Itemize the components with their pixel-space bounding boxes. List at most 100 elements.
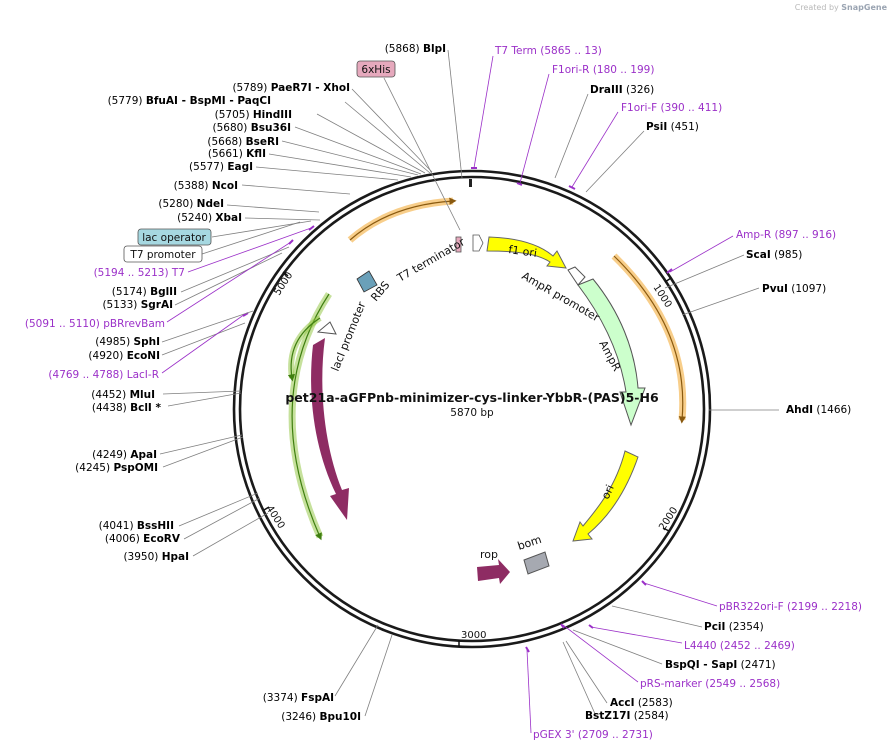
enzyme-site-position: (3246) [281, 711, 319, 723]
enzyme-site-label: PvuI (1097) [762, 283, 826, 295]
enzyme-site-label: AhdI (1466) [786, 404, 851, 416]
enzyme-site-label: (4438) BclI * [92, 402, 162, 414]
label-f1-ori: f1 ori [508, 243, 538, 260]
enzyme-site-label: DraIII (326) [590, 84, 654, 96]
enzyme-site-name: PvuI [762, 283, 788, 295]
enzyme-site-position: (5240) [177, 212, 215, 224]
enzyme-site-name: PsiI [646, 121, 667, 133]
enzyme-site-label: (4249) ApaI [92, 449, 157, 461]
t7-promoter-label: T7 promoter [129, 249, 196, 261]
enzyme-site-name: BfuAI - BspMI - PaqCI [146, 95, 271, 107]
backbone-ticks [263, 271, 672, 647]
enzyme-site-name: BclI * [130, 402, 161, 414]
lac-operator-label: lac operator [142, 232, 206, 244]
enzyme-site-name: MluI [130, 389, 155, 401]
enzyme-site-position: (4452) [91, 389, 129, 401]
ampr-promoter-arrow [567, 266, 586, 286]
orange-feature-right-arrow [613, 255, 686, 424]
label-t7-terminator: T7 terminator [394, 235, 467, 285]
t7-terminator-mark [455, 236, 462, 253]
primer-label: T7 Term (5865 .. 13) [494, 45, 602, 57]
enzyme-site-name: BlpI [423, 43, 446, 55]
primer-name: Amp-R [736, 229, 775, 241]
enzyme-site-position: (4249) [92, 449, 130, 461]
enzyme-site-label: (5668) BseRI [207, 136, 279, 148]
enzyme-site-label: (3246) Bpu10I [281, 711, 361, 723]
primer-label: (5091 .. 5110) pBRrevBam [25, 318, 165, 330]
enzyme-site-position: (5668) [207, 136, 245, 148]
enzyme-site-name: SphI [134, 336, 160, 348]
primer-name: F1ori-R [552, 64, 593, 76]
enzyme-site-label: (4245) PspOMI [75, 462, 158, 474]
site-labels: (5868) BlpI(5789) PaeR7I - XhoI(5779) Bf… [25, 43, 862, 741]
enzyme-site-name: HindIII [253, 109, 292, 121]
enzyme-site-name: PspOMI [113, 462, 158, 474]
enzyme-site-position: (5174) [112, 286, 150, 298]
enzyme-site-position: (5661) [208, 148, 246, 160]
enzyme-site-position: (2471) [737, 659, 775, 671]
enzyme-site-label: (5133) SgrAI [102, 299, 173, 311]
enzyme-site-label: PciI (2354) [704, 621, 764, 633]
his-tag-box [356, 60, 396, 78]
plasmid-name: pet21a-aGFPnb-minimizer-cys-linker-YbbR-… [285, 390, 659, 405]
ori-arrow [572, 450, 639, 542]
primer-name: pBRrevBam [103, 318, 165, 330]
green-feature-inner-arrow [287, 317, 321, 382]
primer-range: (2549 .. 2568) [705, 678, 780, 690]
t7-promoter-box [123, 245, 203, 263]
enzyme-site-position: (5779) [108, 95, 146, 107]
enzyme-site-label: PsiI (451) [646, 121, 699, 133]
label-laci-promoter: lacI promoter [329, 300, 369, 374]
enzyme-site-position: (5705) [215, 109, 253, 121]
enzyme-site-name: FspAI [301, 692, 334, 704]
enzyme-site-position: (1097) [788, 283, 826, 295]
enzyme-site-label: (4006) EcoRV [105, 533, 181, 545]
enzyme-site-position: (4920) [88, 350, 126, 362]
enzyme-site-name: KflI [246, 148, 266, 160]
label-laci: lacI [300, 417, 315, 437]
enzyme-site-name: ApaI [130, 449, 157, 461]
enzyme-site-name: EcoRV [143, 533, 181, 545]
enzyme-site-position: (2583) [634, 697, 672, 709]
enzyme-site-label: (4985) SphI [95, 336, 160, 348]
lac-operator-box [137, 228, 212, 246]
rop-arrow [477, 559, 510, 584]
enzyme-site-name: EcoNI [127, 350, 160, 362]
ampr-arrow [577, 278, 646, 427]
enzyme-site-name: HpaI [162, 551, 189, 563]
enzyme-site-label: (4041) BssHII [99, 520, 174, 532]
enzyme-site-name: BspQI - SapI [665, 659, 737, 671]
enzyme-site-label: (5868) BlpI [385, 43, 446, 55]
enzyme-site-name: BssHII [137, 520, 174, 532]
enzyme-site-name: BseRI [246, 136, 279, 148]
backbone-outer [232, 169, 712, 649]
label-ori: ori [599, 483, 617, 501]
snapgene-credit: Created by SnapGene [794, 3, 887, 12]
enzyme-site-name: DraIII [590, 84, 623, 96]
primer-label: pRS-marker (2549 .. 2568) [640, 678, 780, 690]
primer-name: L4440 [684, 640, 720, 652]
primer-range: (897 .. 916) [775, 229, 837, 241]
leader-lines [159, 49, 779, 717]
primer-range: (5091 .. 5110) [25, 318, 103, 330]
primer-label: F1ori-R (180 .. 199) [552, 64, 654, 76]
blpi-mark [469, 179, 472, 187]
enzyme-site-position: (5680) [212, 122, 250, 134]
tick-label-3000: 3000 [461, 630, 486, 641]
label-bom: bom [516, 533, 543, 553]
primer-range: (2452 .. 2469) [720, 640, 795, 652]
enzyme-site-position: (5133) [102, 299, 140, 311]
enzyme-site-name: EagI [227, 161, 253, 173]
enzyme-site-position: (4041) [99, 520, 137, 532]
primer-label: F1ori-F (390 .. 411) [621, 102, 722, 114]
primer-range: (2709 .. 2731) [578, 729, 653, 741]
enzyme-site-label: (5779) BfuAI - BspMI - PaqCI [108, 95, 271, 107]
enzyme-site-label: BspQI - SapI (2471) [665, 659, 776, 671]
enzyme-site-name: BglII [150, 286, 177, 298]
enzyme-site-position: (451) [667, 121, 699, 133]
enzyme-site-label: (5577) EagI [189, 161, 253, 173]
enzyme-site-label: (5789) PaeR7I - XhoI [232, 82, 350, 94]
primer-label: (4769 .. 4788) LacI-R [48, 369, 159, 381]
enzyme-site-label: (4920) EcoNI [88, 350, 160, 362]
enzyme-site-label: (3950) HpaI [123, 551, 189, 563]
